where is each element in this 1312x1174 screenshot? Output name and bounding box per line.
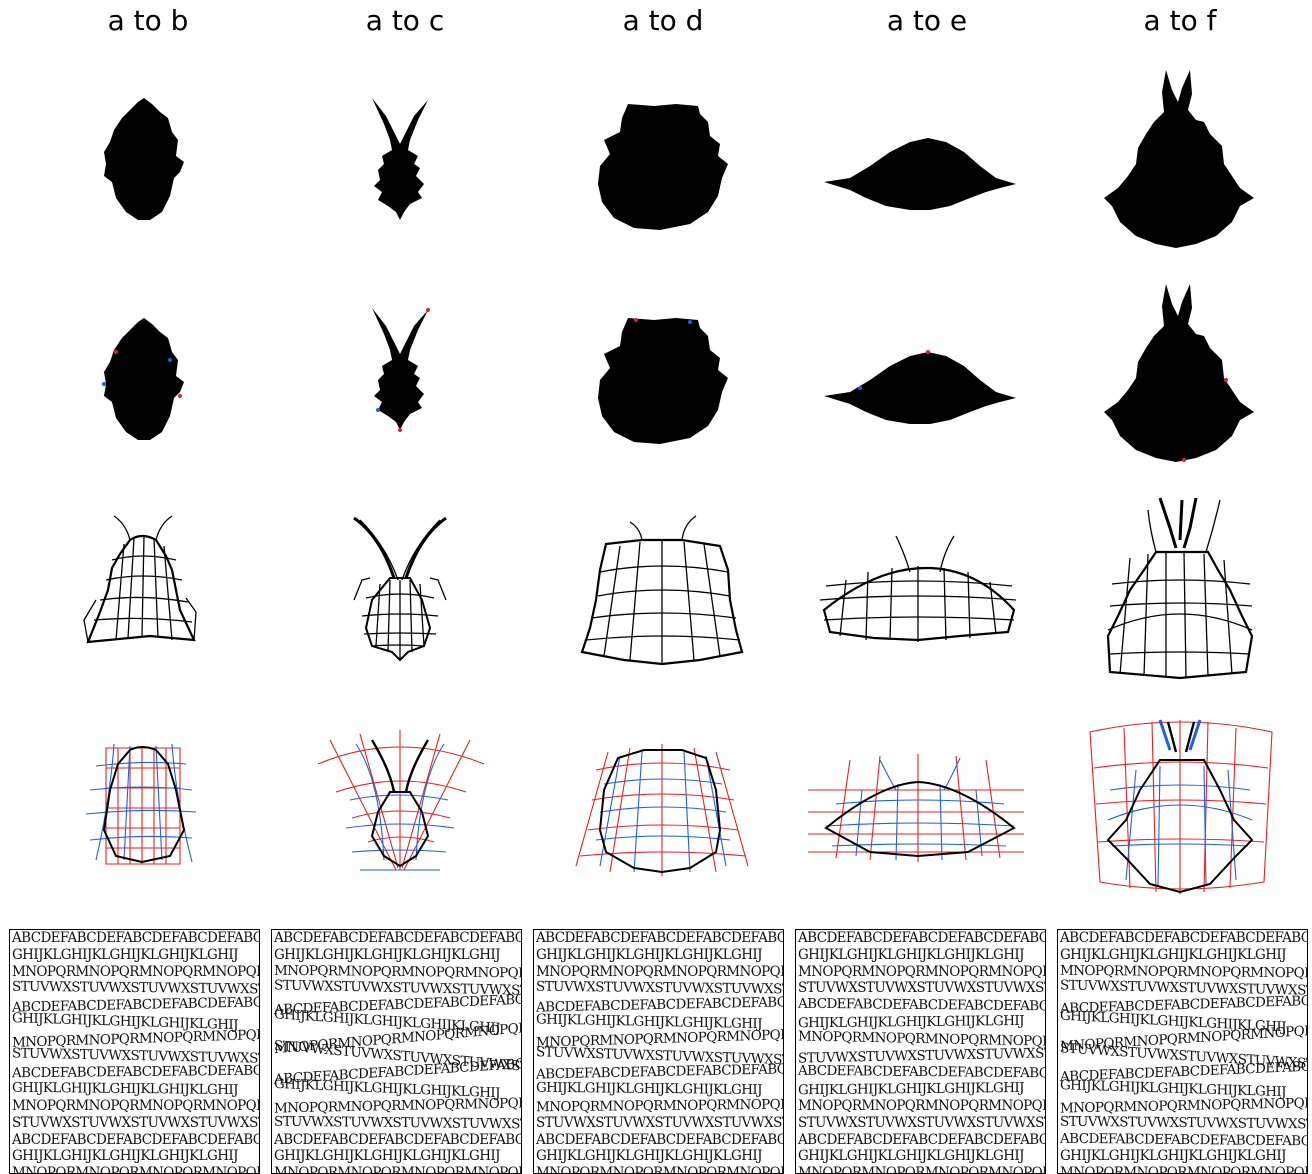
- text-line: GHIJKLGHIJKLGHIJKLGHIJKLGHIJ: [274, 946, 501, 963]
- text-line: GHIJKLGHIJKLGHIJKLGHIJKLGHIJ: [1060, 1148, 1287, 1165]
- overlaid-grid-a-to-b: [85, 743, 197, 865]
- text-line: ABCDEFABCDEFABCDEFABCDEFABCI: [798, 930, 1045, 946]
- deformation-grid-a-to-e: [819, 535, 1017, 642]
- overlaid-grid-a-to-d: [575, 744, 749, 876]
- text-line: STUVWXSTUVWXSTUVWXSTUVWXSTU: [1060, 1113, 1307, 1133]
- text-line: MNOPQRMNOPQRMNOPQRMNOPQRMNOI: [536, 1096, 783, 1116]
- column-title-a-to-c: a to c: [365, 4, 445, 37]
- silhouette-a-to-b: [104, 98, 184, 220]
- text-line: ABCDEFABCDEFABCDEFABCDEFABCI: [274, 930, 521, 946]
- overlaid-grid-a-to-e: [808, 754, 1024, 862]
- text-line: MNOPQRMNOPQRMNOPQRMNOPQRMNOI: [798, 1165, 1045, 1174]
- text-line: ABCDEFABCDEFABCDEFABCDEFABCI: [274, 1131, 521, 1148]
- text-line: GHIJKLGHIJKLGHIJKLGHIJKLGHIJ: [274, 1148, 501, 1165]
- text-line: MNOPQRMNOPQRMNOPQRMNOPQRMNOI: [12, 1165, 259, 1174]
- text-line: GHIJKLGHIJKLGHIJKLGHIJKLGHIJ: [1060, 946, 1287, 963]
- silhouette-a-to-c: [372, 98, 428, 220]
- text-line: ABCDEFABCDEFABCDEFABCDEFABCI: [12, 1131, 259, 1148]
- warped-silhouette-a-to-b: [102, 318, 184, 440]
- warped-silhouette-a-to-c: [372, 308, 430, 432]
- text-line: STUVWXSTUVWXSTUVWXSTUVWXSTU: [798, 980, 1045, 997]
- text-line: ABCDEFABCDEFABCDEFABCDEFABCI: [1060, 1130, 1307, 1149]
- text-line: GHIJKLGHIJKLGHIJKLGHIJKLGHIJ: [798, 1080, 1024, 1099]
- text-line: MNOPQRMNOPQRMNOPQRMNOPQRMNOI: [536, 963, 783, 980]
- text-line: STUVWXSTUVWXSTUVWXSTUVWXSTU: [798, 1114, 1045, 1131]
- text-line: MNOPQRMNOPQRMNOPQRMNOPQRMNOI: [798, 1097, 1045, 1114]
- text-line: STUVWXSTUVWXSTUVWXSTUVWXSTU: [12, 1114, 259, 1131]
- text-line: MNOPQRMNOPQRMNOPQRMNOPQRMNOI: [536, 1165, 783, 1174]
- text-line: GHIJKLGHIJKLGHIJKLGHIJKLGHIJ: [798, 1148, 1025, 1165]
- warped-silhouette-a-to-d: [598, 318, 728, 444]
- warped-silhouette-a-to-e: [824, 350, 1016, 424]
- text-line: MNOPQRMNOPQRMNOPQRMNOPQRMNOI: [798, 963, 1045, 980]
- warped-silhouette-a-to-f: [1104, 284, 1254, 462]
- column-title-a-to-e: a to e: [886, 4, 968, 37]
- text-line: MNOPQRMNOPQRMNOPQRMNOPQRMNOI: [12, 1097, 259, 1114]
- text-line: MNOPQRMNOPQRMNOPQRMNOPQRMNOI: [12, 963, 259, 980]
- deformation-grid-a-to-c: [353, 516, 447, 662]
- column-title-a-to-b: a to b: [107, 4, 189, 37]
- text-line: GHIJKLGHIJKLGHIJKLGHIJKLGHIJ: [12, 1079, 238, 1099]
- text-line: ABCDEFABCDEFABCDEFABCDEFABCI: [12, 930, 259, 946]
- text-line: ABCDEFABCDEFABCDEFABCDEFABCI: [1060, 930, 1307, 946]
- text-line: GHIJKLGHIJKLGHIJKLGHIJKLGHIJ: [12, 946, 239, 963]
- text-line: STUVWXSTUVWXSTUVWXSTUVWXSTU: [274, 1113, 521, 1133]
- text-line: GHIJKLGHIJKLGHIJKLGHIJKLGHIJ: [798, 946, 1025, 963]
- text-line: ABCDEFABCDEFABCDEFABCDEFABCI: [536, 930, 783, 946]
- text-line: GHIJKLGHIJKLGHIJKLGHIJKLGHIJ: [536, 946, 763, 963]
- deformation-grid-a-to-d: [580, 515, 744, 666]
- text-line: GHIJKLGHIJKLGHIJKLGHIJKLGHIJ: [536, 1148, 763, 1165]
- text-line: MNOPQRMNOPQRMNOPQRMNOPQRMNOI: [1060, 1165, 1307, 1174]
- text-line: ABCDEFABCDEFABCDEFABCDEFABCI: [798, 1131, 1045, 1148]
- column-title-a-to-d: a to d: [622, 4, 704, 37]
- silhouette-a-to-f: [1104, 70, 1254, 248]
- silhouette-a-to-d: [598, 104, 728, 230]
- text-line: MNOPQRMNOPQRMNOPQRMNOPQRMNOI: [274, 1165, 521, 1174]
- deformation-grid-a-to-f: [1106, 497, 1254, 680]
- silhouette-a-to-e: [824, 138, 1016, 210]
- column-title-a-to-f: a to f: [1143, 4, 1217, 37]
- deformation-grid-a-to-b: [83, 515, 197, 644]
- overlaid-grid-a-to-c: [317, 730, 485, 871]
- overlaid-grid-a-to-f: [1089, 719, 1273, 894]
- text-line: ABCDEFABCDEFABCDEFABCDEFABCI: [536, 1131, 783, 1148]
- text-line: GHIJKLGHIJKLGHIJKLGHIJKLGHIJ: [12, 1148, 239, 1165]
- text-line: STUVWXSTUVWXSTUVWXSTUVWXSTU: [536, 1114, 783, 1131]
